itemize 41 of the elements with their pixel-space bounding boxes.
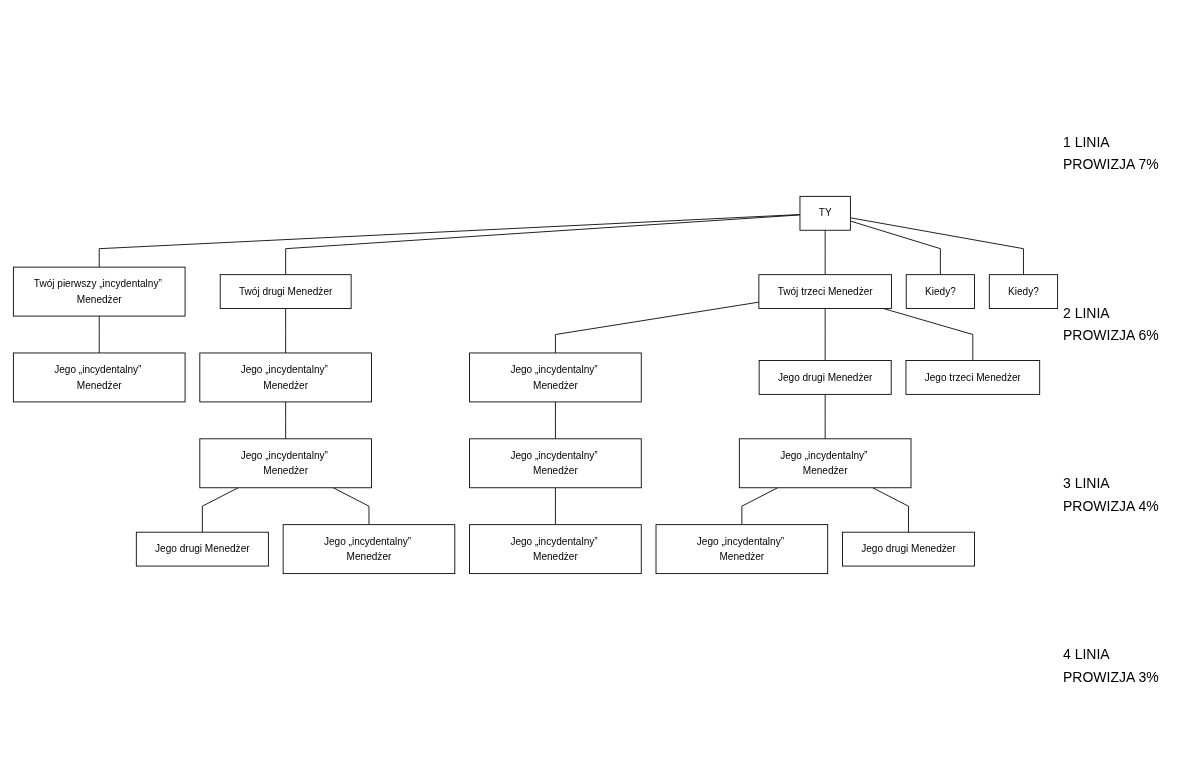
node-box: Kiedy? — [905, 273, 975, 309]
node-box: Jego „incydentalny” Menedżer — [738, 437, 912, 488]
node-box: Jego „incydentalny” Menedżer — [12, 352, 186, 402]
connector — [824, 307, 826, 361]
node-box: Jego „incydentalny” Menedżer — [469, 352, 642, 402]
node-box: Twój pierwszy „incydentalny” Menedżer — [12, 266, 186, 317]
line-label: 4 LINIA — [1063, 645, 1111, 665]
line-label: PROWIZJA 4% — [1063, 496, 1160, 516]
node-box: TY — [799, 195, 851, 231]
node-box: Jego drugi Menedżer — [758, 359, 892, 395]
node-box: Jego „incydentalny” Menedżer — [199, 437, 372, 488]
node-box: Jego „incydentalny” Menedżer — [282, 523, 456, 574]
node-box: Jego trzeci Menedżer — [905, 359, 1041, 395]
node-box: Jego drugi Menedżer — [842, 531, 975, 566]
line-label: 3 LINIA — [1063, 474, 1111, 494]
connector — [741, 486, 779, 525]
connector — [285, 401, 287, 439]
node-box: Jego „incydentalny” Menedżer — [199, 352, 372, 402]
node-box: Twój trzeci Menedżer — [758, 273, 892, 309]
node-box: Jego „incydentalny” Menedżer — [655, 523, 829, 574]
connector — [554, 301, 760, 353]
connector — [824, 393, 826, 439]
connector — [849, 220, 941, 275]
connector — [554, 486, 556, 525]
connector — [285, 307, 287, 353]
line-label: 2 LINIA — [1063, 303, 1111, 323]
node-box: Jego „incydentalny” Menedżer — [469, 523, 642, 574]
node-box: Jego drugi Menedżer — [135, 531, 269, 566]
line-label: PROWIZJA 7% — [1063, 155, 1160, 175]
connector — [849, 216, 1024, 275]
node-box: Twój drugi Menedżer — [219, 273, 352, 309]
connector — [332, 486, 370, 525]
connector — [554, 401, 556, 439]
connector — [824, 229, 826, 275]
line-label: PROWIZJA 6% — [1063, 326, 1160, 346]
line-label: PROWIZJA 3% — [1063, 667, 1160, 687]
node-box: Kiedy? — [988, 273, 1059, 309]
connector — [285, 214, 801, 275]
line-label: 1 LINIA — [1063, 133, 1111, 152]
connector — [98, 315, 100, 353]
node-box: Jego „incydentalny” Menedżer — [469, 437, 642, 488]
